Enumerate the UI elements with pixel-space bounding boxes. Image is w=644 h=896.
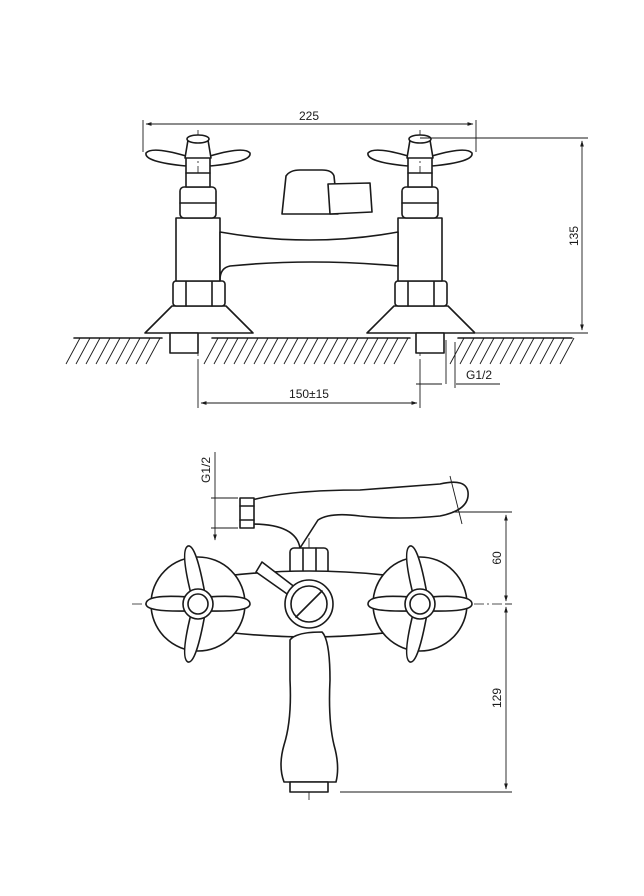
thread-label-front: G1/2: [466, 368, 492, 382]
thread-label-top: G1/2: [199, 457, 213, 483]
hatch-line: [65, 337, 81, 365]
hatch-line: [115, 337, 131, 365]
center-cartridge: [284, 579, 334, 629]
hatch-line: [549, 337, 565, 365]
hatch-line: [333, 337, 349, 365]
hatch-line: [499, 337, 515, 365]
lower-body: [280, 631, 339, 783]
dim-width: 225: [142, 109, 477, 152]
hatch-line: [223, 337, 239, 365]
left-handle: [145, 545, 251, 663]
hatch-line: [125, 337, 141, 365]
hatch-line: [263, 337, 279, 365]
dim-height: 135: [420, 137, 588, 334]
hatch-line: [303, 337, 319, 365]
hatch-line: [459, 337, 475, 365]
hatch-line: [363, 337, 379, 365]
hatch-line: [519, 337, 535, 365]
right-valve: [366, 134, 476, 354]
mixer-body: [219, 231, 399, 281]
hatch-line: [449, 337, 465, 365]
spout: [239, 475, 469, 549]
hatch-line: [479, 337, 495, 365]
hatch-line: [373, 337, 389, 365]
hatch-line: [343, 337, 359, 365]
dim-vertical-top: 60 129: [340, 511, 512, 793]
hatch-line: [509, 337, 525, 365]
hatch-line: [253, 337, 269, 365]
diverter-lever: [281, 169, 373, 215]
top-view: G1/2 60 129: [132, 452, 512, 800]
hatch-line: [135, 337, 151, 365]
hatch-line: [85, 337, 101, 365]
hatch-line: [393, 337, 409, 365]
upper-dim-label: 60: [490, 551, 504, 565]
hatch-line: [95, 337, 111, 365]
lower-dim-label: 129: [490, 688, 504, 708]
left-valve: [144, 134, 254, 354]
hatch-line: [293, 337, 309, 365]
floor-hatching: [65, 337, 575, 365]
hatch-line: [353, 337, 369, 365]
hatch-line: [203, 337, 219, 365]
hatch-line: [469, 337, 485, 365]
height-label: 135: [567, 226, 581, 246]
hatch-line: [539, 337, 555, 365]
hatch-line: [233, 337, 249, 365]
dim-spacing: 150±15: [197, 360, 421, 408]
hatch-line: [243, 337, 259, 365]
hatch-line: [489, 337, 505, 365]
front-view: 225 135 150±15 G1/2: [65, 109, 588, 408]
hatch-line: [313, 337, 329, 365]
hatch-line: [273, 337, 289, 365]
hatch-line: [213, 337, 229, 365]
hatch-line: [105, 337, 121, 365]
spacing-label: 150±15: [289, 387, 329, 401]
width-label: 225: [299, 109, 319, 123]
hatch-line: [559, 337, 575, 365]
hatch-line: [323, 337, 339, 365]
hatch-line: [283, 337, 299, 365]
hatch-line: [75, 337, 91, 365]
thread-callout-top: G1/2: [199, 452, 238, 541]
right-handle: [367, 545, 473, 663]
thread-callout-front: G1/2: [416, 340, 500, 388]
hatch-line: [529, 337, 545, 365]
hatch-line: [383, 337, 399, 365]
hatch-line: [145, 337, 161, 365]
